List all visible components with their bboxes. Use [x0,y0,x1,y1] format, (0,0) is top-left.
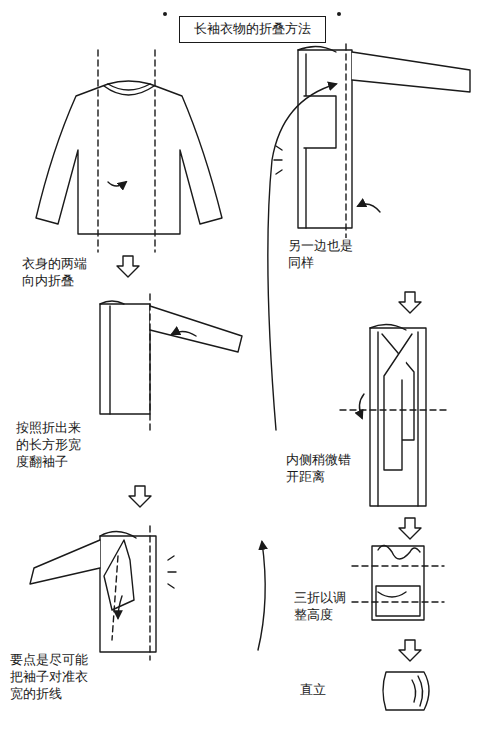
sweater-step4 [268,44,470,430]
step-note: 直立 [300,682,356,699]
sweater-step6 [352,545,444,620]
step-note: 另一边也是 同样 [288,238,357,272]
title-box: 长袖衣物的折叠方法 [179,16,326,43]
step-note: 要点是尽可能 把袖子对准衣 宽的折线 [10,652,92,703]
step-note: 内侧稍微错 开距离 [286,452,355,486]
sweater-flat [36,50,222,252]
step-note: 衣身的两端 向内折叠 [22,256,91,290]
pin [163,12,167,16]
sweater-step5 [340,324,448,506]
sweater-step2 [100,294,242,432]
sweater-standing [383,672,429,710]
sweater-step3 [30,526,265,660]
step-note: 三折以调 整高度 [294,590,350,624]
pin [337,12,341,16]
step-note: 按照折出来 的长方形宽 度翻袖子 [16,420,85,471]
